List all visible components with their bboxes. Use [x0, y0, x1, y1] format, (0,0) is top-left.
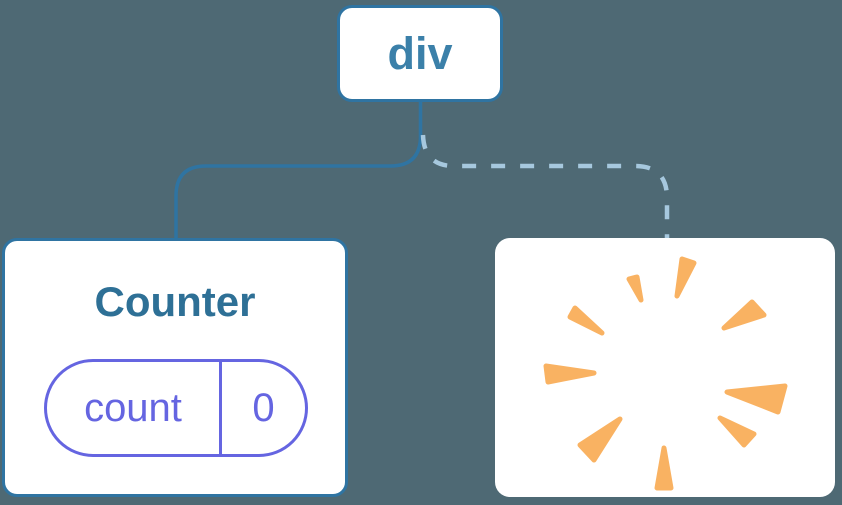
poof-ray-right: [724, 383, 788, 415]
poof-ray-upper-left-small: [626, 274, 644, 303]
poof-ray-upper-left: [567, 305, 605, 336]
state-value: 0: [252, 385, 275, 430]
poof-ray-left: [543, 363, 597, 385]
solid-connector-div-to-counter: [174, 101, 423, 239]
counter-title: Counter: [94, 278, 256, 325]
tree-node-div-label: div: [387, 27, 453, 79]
state-key: count: [47, 362, 222, 454]
tree-node-counter: Counter count 0: [2, 238, 348, 497]
poof-ray-lower-left: [577, 416, 623, 463]
poof-starburst-icon: [543, 256, 788, 491]
tree-node-destroyed: [495, 238, 835, 497]
poof-ray-top: [674, 256, 697, 299]
state-pill: count 0: [44, 359, 308, 457]
dashed-connector-div-to-destroyed: [420, 134, 670, 239]
poof-ray-upper-right: [721, 299, 767, 331]
poof-ray-lower-right: [717, 415, 757, 448]
poof-ray-bottom: [654, 445, 674, 491]
tree-node-div: div: [337, 5, 503, 102]
